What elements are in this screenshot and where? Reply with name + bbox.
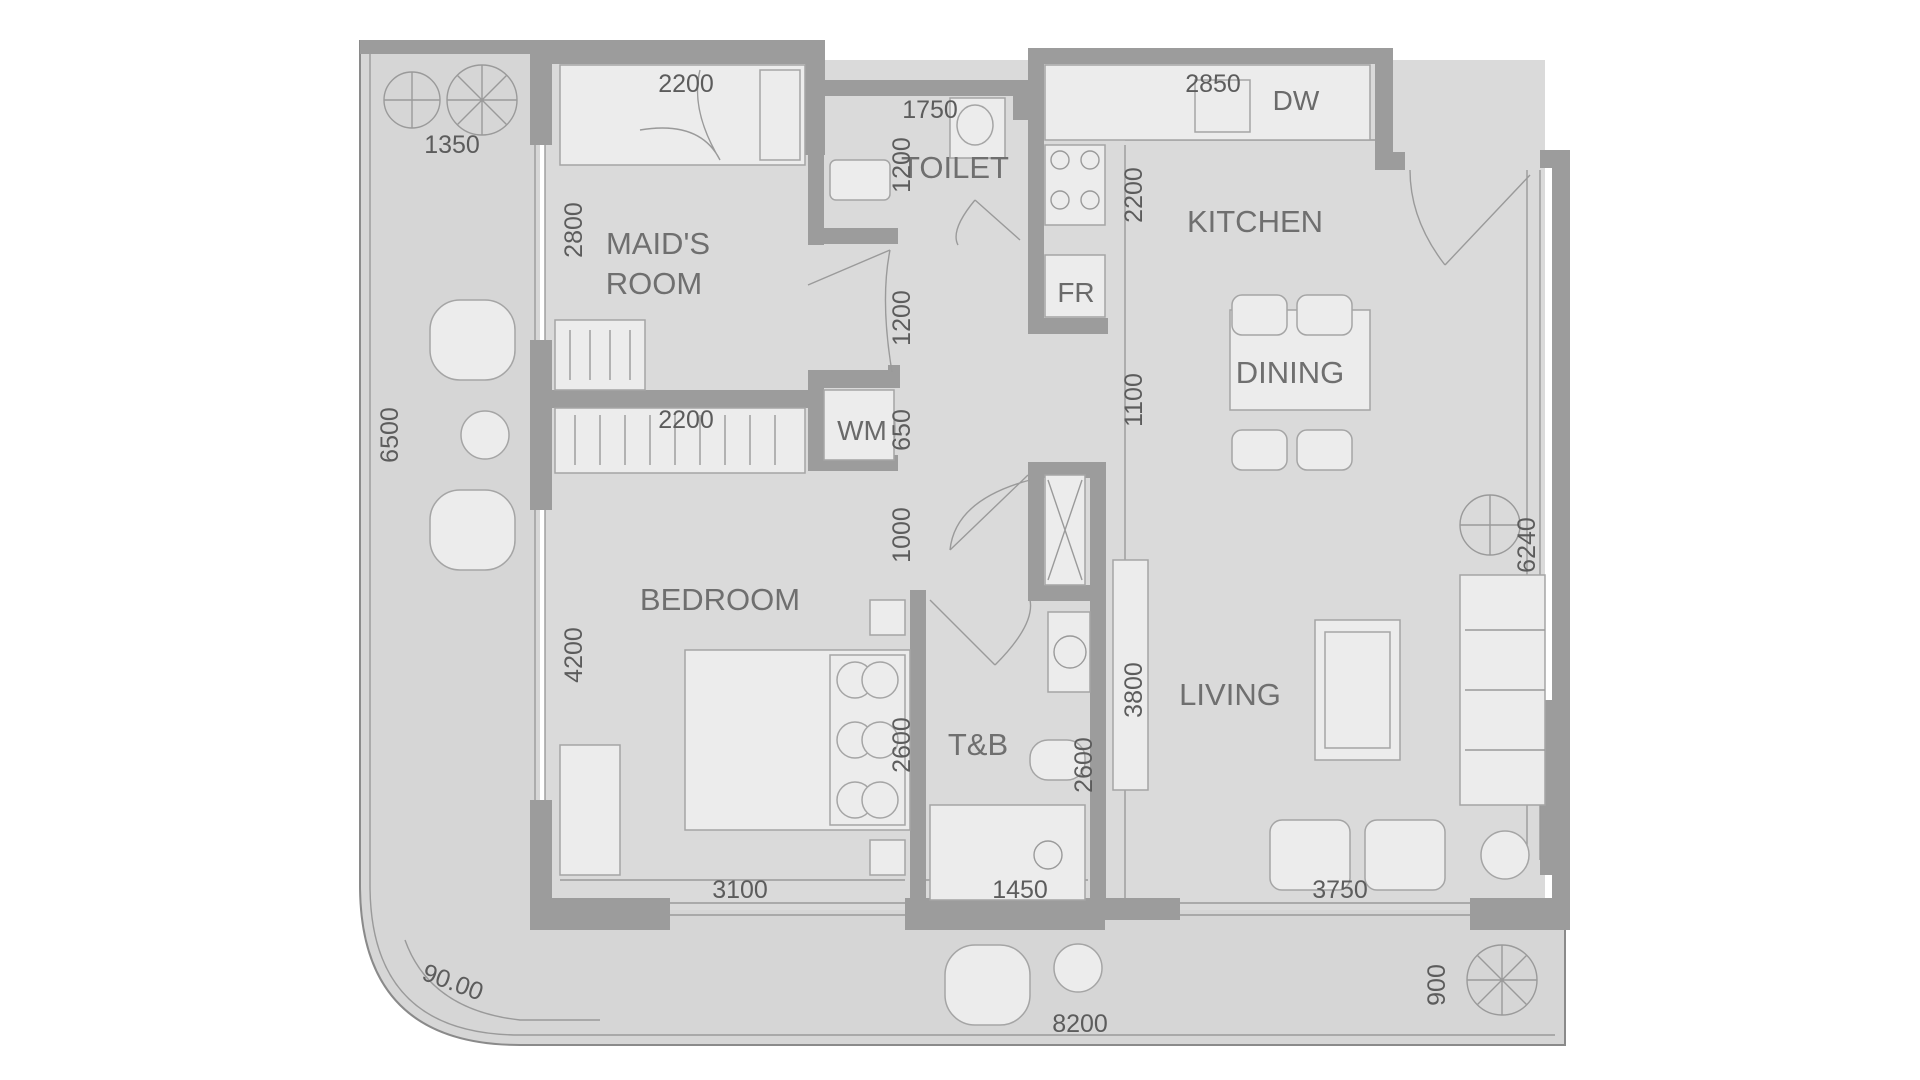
dim-bedroom-height: 4200 <box>560 627 588 683</box>
maids-room-label-line2: ROOM <box>606 266 702 301</box>
dim-balcony-bottom-height: 900 <box>1423 964 1451 1006</box>
dim-maid-height: 2800 <box>560 202 588 258</box>
fridge-label: FR <box>1057 277 1094 308</box>
balcony-inner-outline <box>369 40 1555 1036</box>
living-label: LIVING <box>1179 677 1281 712</box>
maid-wardrobe <box>554 319 646 391</box>
dim-kitchen-height: 2200 <box>1120 167 1148 223</box>
washing-machine <box>823 389 895 461</box>
dim-bath-height-left: 2600 <box>888 717 916 773</box>
dim-toilet-width: 1750 <box>902 96 958 124</box>
dining-label: DINING <box>1236 355 1345 390</box>
dim-balcony-height: 6500 <box>376 407 404 463</box>
bath-label: T&B <box>948 727 1008 762</box>
maids-room-label-line1: MAID'S <box>606 226 710 261</box>
toilet-label: TOILET <box>901 150 1009 185</box>
dim-wm-height: 650 <box>888 409 916 451</box>
dim-bath-height-right: 2600 <box>1070 737 1098 793</box>
dim-corridor-lower: 1000 <box>888 507 916 563</box>
balcony-floor <box>360 40 1565 1045</box>
dim-toilet-height: 1200 <box>888 137 916 193</box>
balcony-furniture <box>429 299 1103 1026</box>
bedroom-wardrobe <box>554 407 806 474</box>
dim-wardrobe-width: 2200 <box>658 406 714 434</box>
dim-bath-width: 1450 <box>992 876 1048 904</box>
toilet-fixtures <box>829 97 1006 201</box>
bedroom-label: BEDROOM <box>640 582 800 617</box>
kitchen-label: KITCHEN <box>1187 204 1323 239</box>
bedroom-bed <box>559 599 911 876</box>
dim-balcony-top: 1350 <box>424 131 480 159</box>
dim-living-mid: 3800 <box>1120 662 1148 718</box>
dim-balcony-bottom-width: 8200 <box>1052 1010 1108 1038</box>
balcony-curve-dim <box>404 939 600 1021</box>
dining-set <box>1229 294 1371 471</box>
plants <box>383 64 1538 1016</box>
dim-corridor-upper: 1200 <box>888 290 916 346</box>
balcony-outline <box>359 40 1566 1046</box>
washing-machine-label: WM <box>837 415 887 446</box>
dim-corridor-mid: 1100 <box>1120 373 1148 427</box>
dim-living-height: 6240 <box>1513 517 1541 573</box>
dim-kitchen-width: 2850 <box>1185 70 1241 98</box>
kitchen-fixtures <box>1044 64 1371 318</box>
living-furniture <box>1112 559 1546 891</box>
dishwasher-label: DW <box>1273 85 1320 116</box>
bath-fixtures <box>929 474 1091 901</box>
walls <box>360 40 1570 930</box>
dim-bedroom-width: 3100 <box>712 876 768 904</box>
maid-bed <box>559 64 806 166</box>
dim-maid-width: 2200 <box>658 70 714 98</box>
dim-living-width: 3750 <box>1312 876 1368 904</box>
